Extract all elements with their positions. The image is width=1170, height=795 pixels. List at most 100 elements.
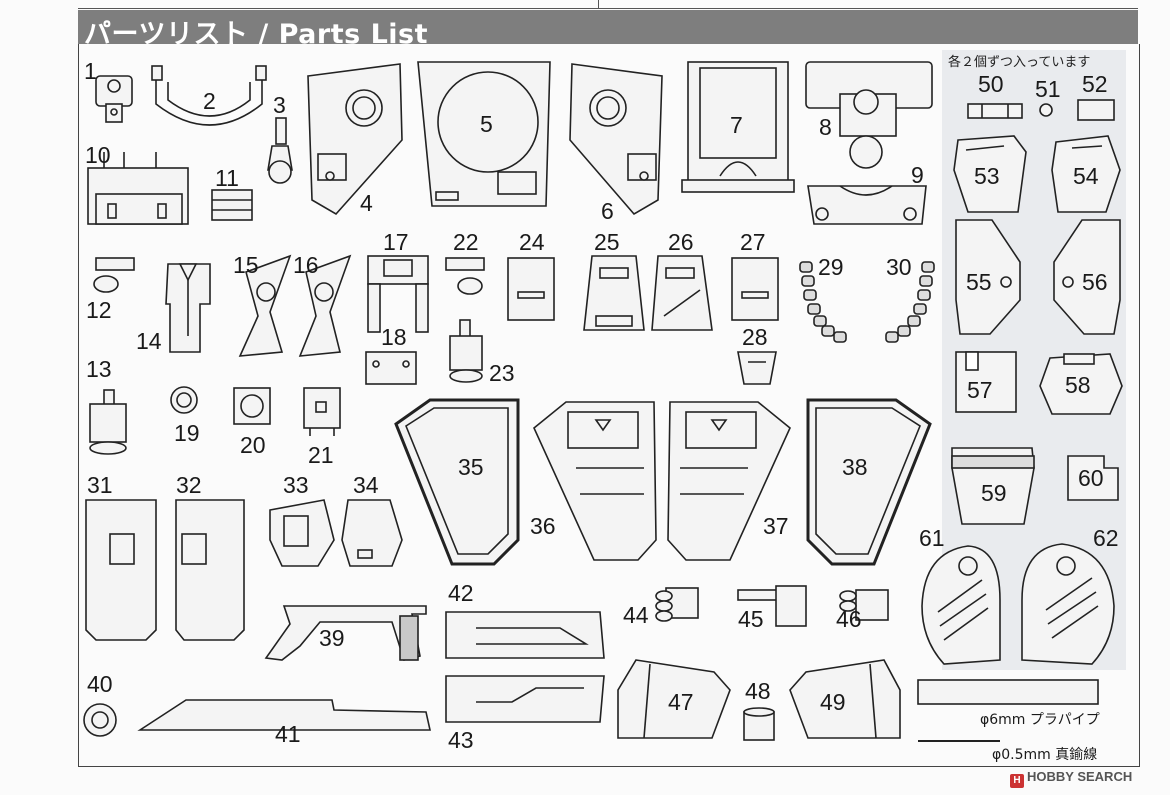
part-number-26: 26 — [668, 229, 694, 255]
part-54-drawing — [1051, 135, 1121, 213]
part-35-drawing — [394, 398, 520, 566]
part-61-drawing — [921, 545, 1001, 665]
part-number-25: 25 — [594, 229, 620, 255]
part-number-13: 13 — [86, 356, 112, 382]
part-20-drawing — [233, 387, 271, 425]
page-title: パーツリスト / Parts List — [84, 19, 429, 50]
part-25-drawing — [583, 255, 645, 331]
section-header: パーツリスト / Parts List — [78, 10, 1138, 50]
part-number-11: 11 — [215, 165, 239, 191]
part-number-6: 6 — [601, 198, 614, 224]
part-number-60: 60 — [1078, 465, 1104, 491]
part-19-drawing — [170, 386, 198, 414]
part-32-drawing — [175, 499, 245, 641]
part-2-drawing — [151, 65, 267, 126]
part-27-drawing — [731, 257, 779, 321]
part-number-47: 47 — [668, 689, 694, 715]
part-10-drawing — [87, 152, 189, 225]
part-1-drawing — [95, 75, 133, 123]
part-17-drawing — [367, 255, 429, 333]
part-62-drawing — [1021, 543, 1115, 665]
parts-frame — [78, 44, 1140, 767]
part-number-22: 22 — [453, 229, 479, 255]
part-41-drawing — [137, 699, 431, 731]
part-number-50: 50 — [978, 71, 1004, 97]
part-45-drawing — [737, 585, 807, 627]
part-number-54: 54 — [1073, 163, 1099, 189]
part-14-drawing — [165, 263, 211, 353]
part-26-drawing — [651, 255, 713, 331]
pair-note: 各２個ずつ入っています — [948, 55, 1091, 70]
part-50-drawing — [967, 103, 1023, 119]
part-number-42: 42 — [448, 580, 474, 606]
part-number-16: 16 — [293, 252, 319, 278]
part-40-drawing — [83, 703, 117, 737]
watermark-text: HOBBY SEARCH — [1027, 769, 1133, 784]
part-52-drawing — [1077, 99, 1115, 121]
part-number-9: 9 — [911, 162, 924, 188]
part-number-59: 59 — [981, 480, 1007, 506]
part-4-drawing — [307, 63, 403, 216]
part-12-drawing — [93, 257, 135, 293]
part-number-23: 23 — [489, 360, 515, 386]
part-24-drawing — [507, 257, 555, 321]
part-number-46: 46 — [836, 606, 862, 632]
part-number-51: 51 — [1035, 76, 1061, 102]
part-60-drawing — [1067, 455, 1119, 501]
part-33-drawing — [269, 499, 335, 567]
part-number-18: 18 — [381, 324, 407, 350]
part-number-2: 2 — [203, 88, 216, 114]
part-number-30: 30 — [886, 254, 912, 280]
part-22-drawing — [445, 257, 485, 295]
part-37-drawing — [667, 401, 791, 561]
part-number-48: 48 — [745, 678, 771, 704]
wire-label: φ0.5mm 真鍮線 — [992, 747, 1098, 763]
part-number-28: 28 — [742, 324, 768, 350]
part-number-3: 3 — [273, 92, 286, 118]
part-44-drawing — [655, 587, 699, 622]
part-number-53: 53 — [974, 163, 1000, 189]
part-number-56: 56 — [1082, 269, 1108, 295]
part-number-40: 40 — [87, 671, 113, 697]
part-6-drawing — [569, 63, 663, 216]
part-number-37: 37 — [763, 513, 789, 539]
part-11-drawing — [211, 189, 253, 221]
part-number-38: 38 — [842, 454, 868, 480]
part-9-drawing — [807, 185, 927, 225]
part-number-7: 7 — [730, 112, 743, 138]
part-number-62: 62 — [1093, 525, 1119, 551]
part-number-52: 52 — [1082, 71, 1108, 97]
part-number-10: 10 — [85, 142, 111, 168]
part-56-drawing — [1053, 219, 1121, 335]
part-number-14: 14 — [136, 328, 162, 354]
part-31-drawing — [85, 499, 157, 641]
part-36-drawing — [533, 401, 657, 561]
part-7-drawing — [681, 61, 795, 193]
part-53-drawing — [953, 135, 1027, 213]
part-number-4: 4 — [360, 190, 373, 216]
part-16-drawing — [298, 254, 352, 357]
part-48-drawing — [743, 707, 775, 741]
part-39-drawing — [264, 605, 427, 661]
part-number-21: 21 — [308, 442, 334, 468]
part-18-drawing — [365, 351, 417, 385]
part-number-36: 36 — [530, 513, 556, 539]
part-number-24: 24 — [519, 229, 545, 255]
part-number-43: 43 — [448, 727, 474, 753]
part-29-drawing — [799, 261, 847, 343]
hobby-search-logo-icon: H — [1010, 774, 1024, 788]
part-number-44: 44 — [623, 602, 649, 628]
part-number-45: 45 — [738, 606, 764, 632]
part-42-drawing — [445, 611, 605, 659]
part-number-34: 34 — [353, 472, 379, 498]
part-3-drawing — [267, 117, 293, 184]
part-number-8: 8 — [819, 114, 832, 140]
part-55-drawing — [955, 219, 1021, 335]
part-number-12: 12 — [86, 297, 112, 323]
part-number-39: 39 — [319, 625, 345, 651]
part-57-drawing — [955, 351, 1017, 413]
part-30-drawing — [885, 261, 935, 343]
part-46-drawing — [839, 589, 889, 621]
